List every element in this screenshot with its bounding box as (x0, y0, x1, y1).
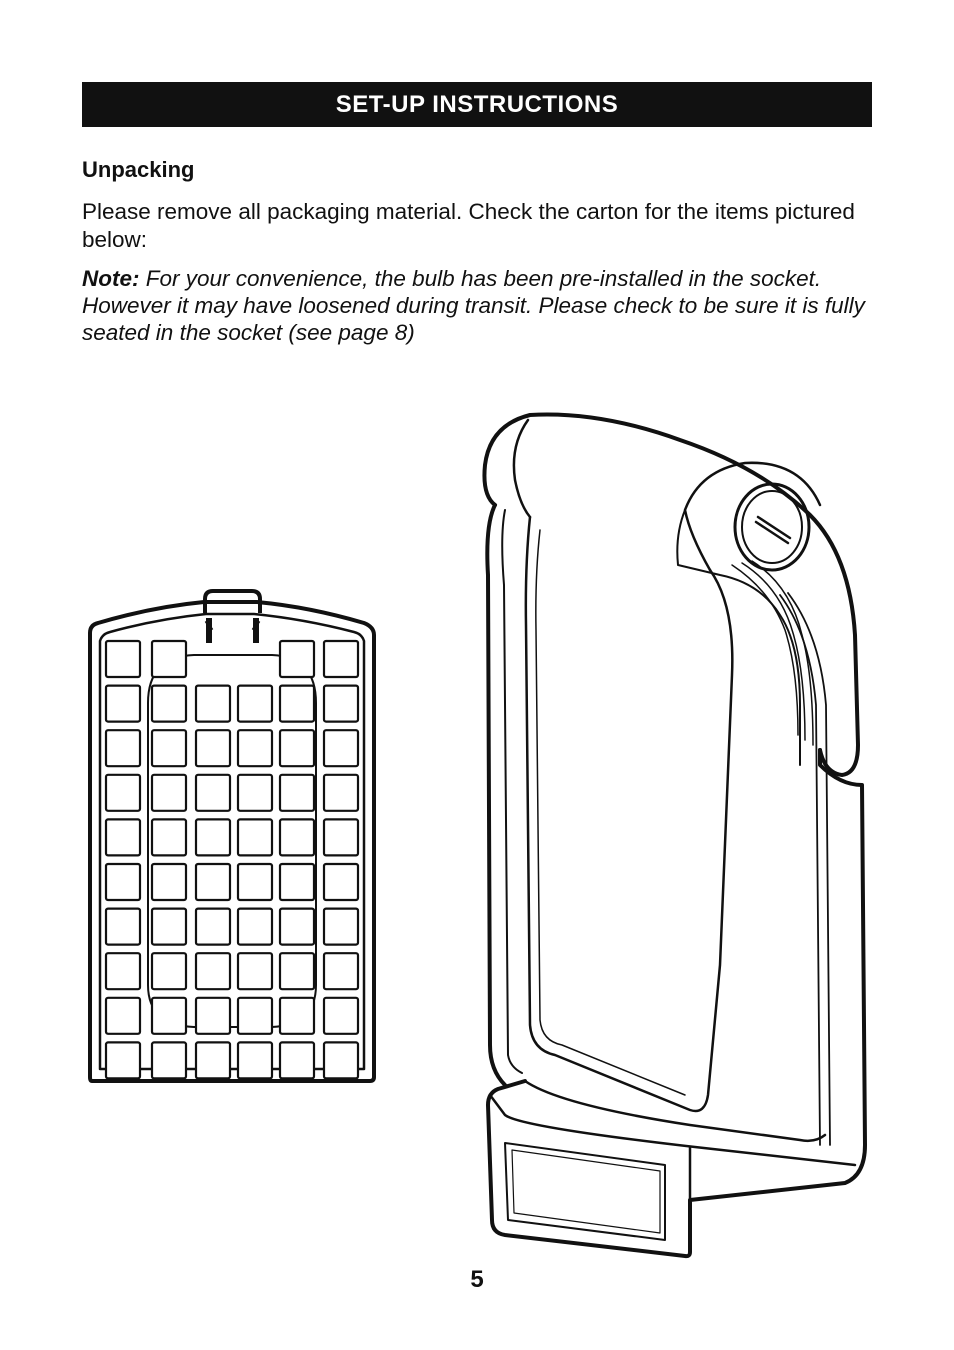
grille-cell (322, 639, 360, 679)
grille-cell (236, 1041, 274, 1080)
grille-cell (104, 773, 142, 812)
grille-cell (194, 1041, 232, 1080)
grille-cell (278, 773, 316, 812)
grille-cell (150, 1041, 188, 1080)
grille-cell (104, 952, 142, 991)
page-title: SET-UP INSTRUCTIONS (335, 90, 619, 118)
grille-cell (150, 639, 188, 679)
grille-cell (236, 684, 274, 723)
grille-cell (150, 684, 188, 723)
filter-grille-illustration (88, 589, 376, 1083)
page-number: 5 (470, 1266, 484, 1293)
grille-cell (104, 1041, 142, 1080)
grille-cell (322, 907, 360, 946)
grille-cell (322, 729, 360, 768)
grille-cell (150, 818, 188, 857)
grille-cell (104, 996, 142, 1035)
intro-paragraph: Please remove all packaging material. Ch… (82, 199, 855, 252)
grille-cell (150, 907, 188, 946)
grille-cell (236, 952, 274, 991)
grille-cell (104, 684, 142, 723)
grille-cell (150, 862, 188, 902)
grille-cell (278, 907, 316, 946)
grille-cell (278, 952, 316, 991)
grille-cell (278, 639, 316, 679)
section-banner: SET-UP INSTRUCTIONS (82, 82, 872, 127)
grille-cell (278, 1041, 316, 1080)
heater-unit-illustration (482, 412, 867, 1259)
grille-cell (236, 773, 274, 812)
grille-cell (278, 996, 316, 1035)
grille-cell (150, 729, 188, 768)
grille-cell (104, 862, 142, 902)
grille-cell (322, 952, 360, 991)
grille-cell (278, 862, 316, 902)
section-heading: Unpacking (82, 157, 195, 182)
grille-cell (278, 729, 316, 768)
grille-cell (194, 729, 232, 768)
grille-cell (104, 729, 142, 768)
grille-cell (278, 818, 316, 857)
grille-cell (236, 996, 274, 1035)
grille-cell (194, 907, 232, 946)
grille-cell (194, 818, 232, 857)
grille-cell (322, 996, 360, 1035)
note-text: For your convenience, the bulb has been … (82, 266, 865, 345)
note-label: Note: (82, 266, 140, 291)
grille-cell (278, 684, 316, 723)
grille-cell (150, 773, 188, 812)
grille-cell (322, 1041, 360, 1080)
grille-cell (150, 952, 188, 991)
grille-cell (194, 773, 232, 812)
grille-cell (194, 862, 232, 902)
grille-cell (194, 684, 232, 723)
grille-cell (236, 862, 274, 902)
grille-cell (322, 684, 360, 723)
grille-cell (322, 862, 360, 902)
grille-cell (236, 907, 274, 946)
grille-cell (236, 729, 274, 768)
grille-cell (194, 952, 232, 991)
note-paragraph: Note: For your convenience, the bulb has… (82, 265, 882, 346)
grille-cell (104, 907, 142, 946)
grille-cell (322, 818, 360, 857)
grille-cell (194, 996, 232, 1035)
grille-cell (104, 818, 142, 857)
grille-cell (150, 996, 188, 1035)
grille-cell (322, 773, 360, 812)
grille-cell (236, 818, 274, 857)
grille-cell (104, 639, 142, 679)
